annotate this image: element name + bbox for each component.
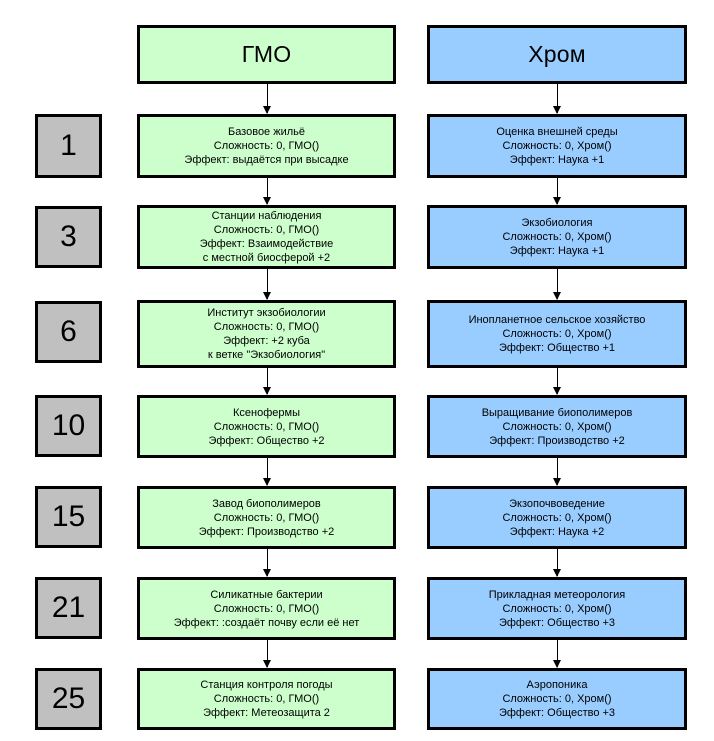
tech-node-title: Прикладная метеорология [488, 588, 626, 601]
column-header-label: ГМО [241, 40, 292, 67]
tech-node-effect: Эффект: :создаёт почву если её нет [173, 616, 360, 629]
level-badge: 15 [35, 486, 102, 548]
connector-arrow [262, 458, 271, 486]
level-badge-label: 10 [51, 409, 86, 442]
tech-node-cost: Сложность: 0, ГМО() [213, 420, 320, 433]
tech-node-effect: Эффект: Наука +1 [509, 154, 605, 166]
connector-arrow [262, 269, 271, 300]
tech-node-title: Базовое жильё [227, 126, 306, 138]
tech-node-cost: Сложность: 0, ГМО() [213, 511, 320, 524]
tech-node-title: Выращивание биополимеров [481, 406, 633, 419]
tech-node-effect-cont: к ветке "Экзобиология" [207, 349, 326, 361]
connector-arrow [553, 458, 561, 486]
tech-node-effect: Эффект: Общество +3 [498, 616, 616, 629]
tech-node-title: Станция контроля погоды [200, 679, 333, 691]
tech-node-effect: Эффект: Метеозащита 2 [203, 707, 330, 719]
connector-arrow [553, 640, 561, 668]
tech-node-title: Ксенофермы [233, 406, 300, 419]
connector-arrow [262, 549, 271, 577]
tech-node-title: Оценка внешней среды [496, 126, 618, 138]
tech-node-effect: Эффект: Общество +3 [498, 707, 616, 719]
tech-node-title: Институт экзобиологии [207, 307, 326, 319]
tech-node-cost: Сложность: 0, ГМО() [213, 224, 320, 236]
connector-arrow [553, 368, 561, 395]
tech-node-cost: Сложность: 0, Хром() [502, 420, 612, 433]
tech-node-cost: Сложность: 0, Хром() [502, 602, 612, 615]
connector-arrow [262, 178, 271, 205]
tech-node-cost: Сложность: 0, Хром() [502, 328, 612, 340]
level-badge-label: 21 [51, 591, 86, 624]
tech-node-cost: Сложность: 0, ГМО() [213, 693, 320, 705]
tech-node-effect: Эффект: Общество +1 [498, 342, 616, 354]
tech-node-cost: Сложность: 0, Хром() [502, 140, 612, 152]
tech-node-effect: Эффект: Наука +2 [509, 525, 605, 538]
tech-node-cost: Сложность: 0, Хром() [502, 693, 612, 705]
level-badge: 1 [35, 114, 102, 178]
connector-arrow [553, 269, 561, 300]
tech-node-cost: Сложность: 0, Хром() [502, 511, 612, 524]
connector-arrow [553, 549, 561, 577]
tech-node-title: Экзобиология [521, 217, 593, 229]
tech-node-cost: Сложность: 0, ГМО() [213, 321, 320, 333]
tech-node-effect: Эффект: Общество +2 [208, 434, 325, 447]
column-header-chrome: Хром [427, 25, 687, 84]
level-badge: 3 [35, 206, 102, 268]
tech-node-effect: Эффект: Наука +1 [509, 245, 605, 257]
tech-node-effect-cont: с местной биосферой +2 [202, 252, 331, 264]
level-badge-label: 25 [51, 682, 86, 715]
connector-arrow [262, 368, 271, 395]
tech-node-title: Аэропоника [526, 679, 588, 691]
level-badge: 21 [35, 577, 102, 639]
level-badge-label: 3 [60, 220, 77, 253]
level-badge: 10 [35, 395, 102, 457]
connector-arrow [262, 84, 271, 114]
tech-node-title: Завод биополимеров [212, 497, 321, 510]
level-badge: 6 [35, 301, 102, 363]
tech-node-cost: Сложность: 0, Хром() [502, 231, 612, 243]
tech-node-title: Станции наблюдения [211, 210, 322, 222]
connector-arrow [553, 84, 561, 114]
tech-node-effect: Эффект: Взаимодействие [199, 238, 334, 250]
tech-node-effect: Эффект: Производство +2 [489, 434, 625, 447]
tech-node-effect: Эффект: +2 куба [223, 335, 310, 347]
tech-node-title: Силикатные бактерии [210, 588, 323, 601]
connector-arrow [262, 640, 271, 668]
tech-node-cost: Сложность: 0, ГМО() [213, 602, 320, 615]
connector-arrow [553, 178, 561, 205]
level-badge-label: 15 [51, 500, 86, 533]
level-badge-label: 1 [60, 129, 77, 162]
tech-node-cost: Сложность: 0, ГМО() [213, 140, 320, 152]
tech-node-title: Инопланетное сельское хозяйство [468, 314, 646, 326]
level-badge: 25 [35, 668, 102, 730]
tech-node-title: Экзопочвоведение [509, 497, 605, 510]
level-badge-label: 6 [60, 315, 77, 348]
column-header-gmo: ГМО [137, 25, 396, 84]
column-header-label: Хром [528, 40, 586, 67]
tech-node-effect: Эффект: выдаётся при высадке [184, 154, 349, 166]
tech-node-effect: Эффект: Производство +2 [198, 525, 335, 538]
